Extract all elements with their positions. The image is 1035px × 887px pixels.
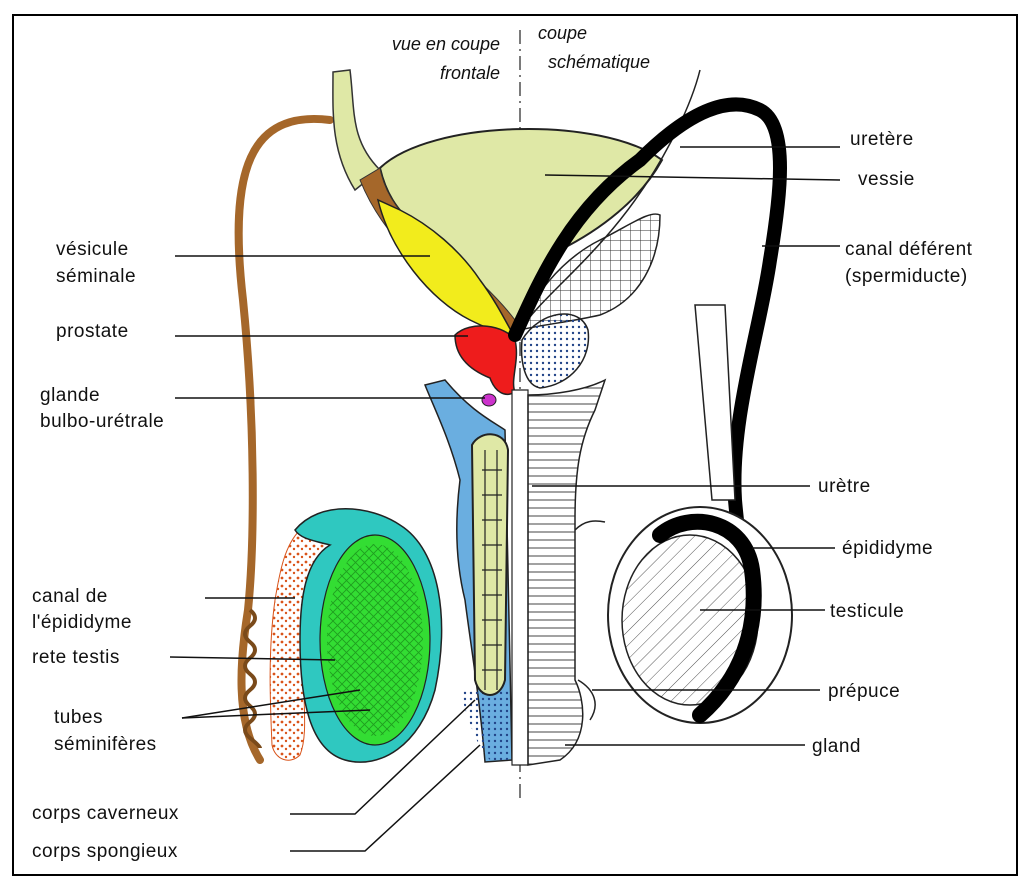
- header-right-line2: schématique: [548, 51, 650, 73]
- label-prostate: prostate: [56, 320, 129, 343]
- label-glande-2: bulbo-urétrale: [40, 410, 164, 433]
- label-corps-caverneux: corps caverneux: [32, 802, 179, 825]
- label-vesicule-1: vésicule: [56, 238, 129, 261]
- bulbo-urethral-gland: [482, 394, 496, 406]
- label-testicule: testicule: [830, 600, 904, 623]
- label-canal-epididyme-1: canal de: [32, 585, 108, 608]
- leader-corps-spongieux: [290, 745, 480, 851]
- label-canal-deferent-1: canal déférent: [845, 238, 972, 261]
- label-epididyme: épididyme: [842, 537, 933, 560]
- corps-caverneux-shape: [472, 434, 508, 695]
- header-left-line2: frontale: [320, 62, 500, 84]
- label-uretere: uretère: [850, 128, 914, 151]
- schematic-penis: [528, 380, 605, 765]
- label-vesicule-2: séminale: [56, 265, 136, 288]
- label-tubes-2: séminifères: [54, 733, 157, 756]
- header-left-line1: vue en coupe: [320, 33, 500, 55]
- corps-spongieux-dots: [460, 690, 512, 760]
- label-prepuce: prépuce: [828, 680, 900, 703]
- label-canal-deferent-2: (spermiducte): [845, 265, 968, 288]
- label-uretre: urètre: [818, 475, 871, 498]
- left-testis-mesh: [327, 544, 423, 736]
- label-canal-epididyme-2: l'épididyme: [32, 611, 132, 634]
- label-gland: gland: [812, 735, 861, 758]
- label-tubes-1: tubes: [54, 706, 103, 729]
- header-right-line1: coupe: [538, 22, 587, 44]
- label-corps-spongieux: corps spongieux: [32, 840, 178, 863]
- label-vessie: vessie: [858, 168, 915, 191]
- left-deferent-coil: [245, 610, 260, 748]
- right-spermatic-cord: [695, 305, 735, 500]
- urethra: [512, 390, 528, 765]
- label-glande-1: glande: [40, 384, 100, 407]
- label-rete-testis: rete testis: [32, 646, 120, 669]
